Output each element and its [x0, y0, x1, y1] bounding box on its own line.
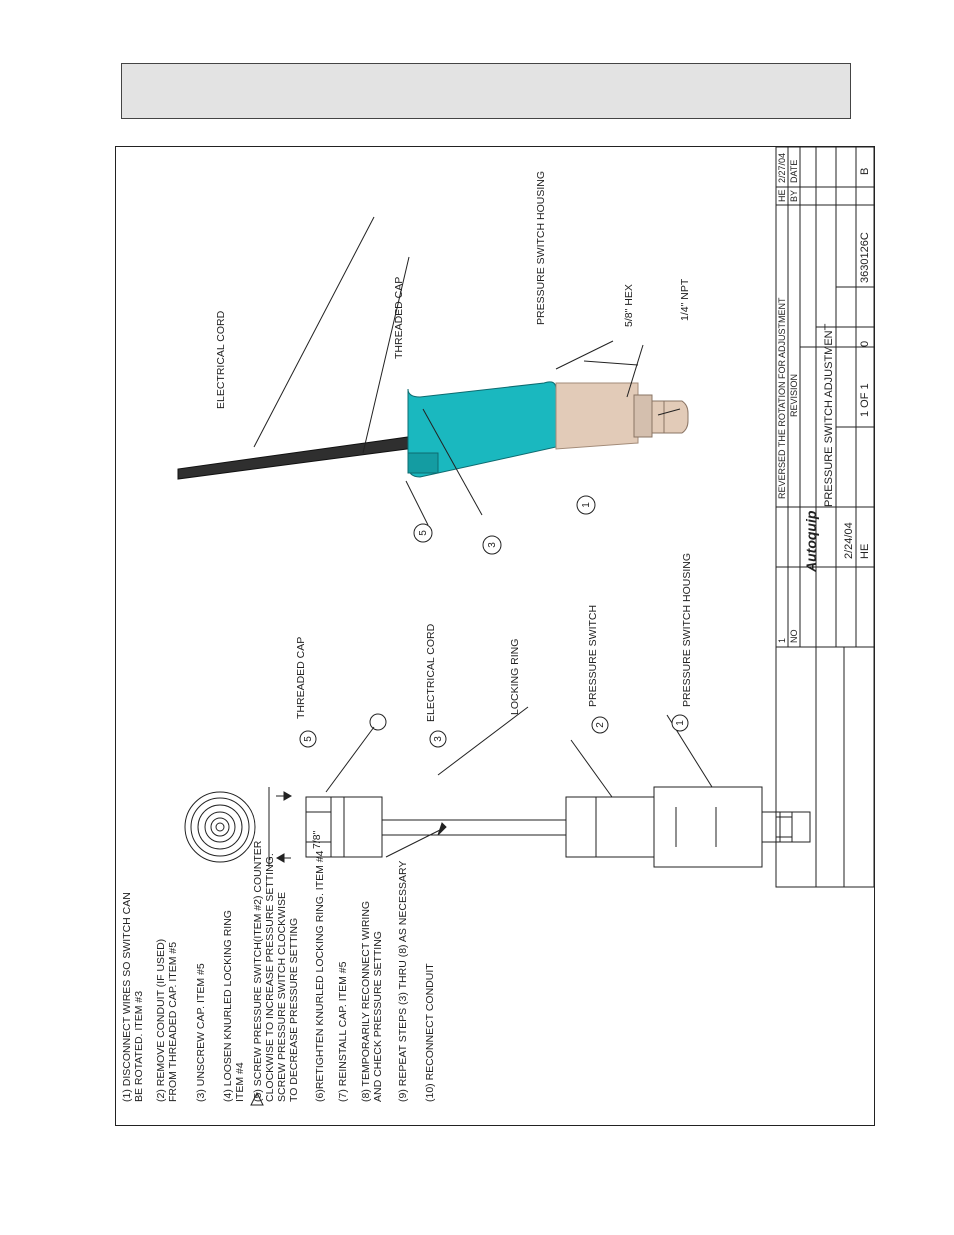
header-bar [121, 63, 851, 119]
sheet: 1 OF 1 [859, 383, 871, 417]
iso-leaders [253, 216, 681, 526]
side-labels: 7/8" THREADED CAP ELECTRICAL CORD LOCKIN… [295, 553, 693, 849]
balloon-5 [299, 730, 317, 748]
step-7: (7) REINSTALL CAP. ITEM #5 [337, 961, 349, 1102]
rev-header-date: DATE [789, 160, 799, 183]
drawing-number: 3630126C [859, 232, 871, 283]
iso-balloon-3-num: 3 [487, 542, 498, 548]
balloon-1 [671, 714, 689, 732]
step-9: (9) REPEAT STEPS (3) THRU (8) AS NECESSA… [397, 861, 409, 1102]
rev-header-revision: REVISION [789, 374, 799, 417]
balloon-3-num: 3 [433, 736, 444, 742]
step-4b: ITEM #4 [234, 1062, 246, 1102]
step-5c: SCREW PRESSURE SWITCH CLOCKWISE [276, 892, 288, 1102]
iso-hex [633, 394, 653, 438]
drawn-date: 2/24/04 [843, 522, 855, 559]
iso-balloon-5-num: 5 [418, 530, 429, 536]
rev-date: 2/27/04 [777, 153, 787, 183]
step-3: (3) UNSCREW CAP. ITEM #5 [195, 963, 207, 1102]
step-4a: (4) LOOSEN KNURLED LOCKING RING [222, 910, 234, 1102]
step-2b: FROM THREADED CAP. ITEM #5 [167, 942, 179, 1102]
step-8b: AND CHECK PRESSURE SETTING [372, 931, 384, 1102]
balloon-1-num: 1 [675, 720, 686, 726]
instructions: (1) DISCONNECT WIRES SO SWITCH CAN BE RO… [121, 840, 436, 1106]
drawing-svg: (1) DISCONNECT WIRES SO SWITCH CAN BE RO… [121, 146, 875, 1106]
label-pressure-switch-housing: PRESSURE SWITCH HOUSING [681, 553, 693, 707]
iso-balloons: 3 5 1 [413, 495, 596, 555]
step-5a: (5) SCREW PRESSURE SWITCH(ITEM #2) COUNT… [252, 840, 264, 1102]
label-locking-ring: LOCKING RING [509, 639, 521, 715]
iso-balloon-1-num: 1 [581, 502, 592, 508]
rev-description: REVERSED THE ROTATION FOR ADJUSTMENT [777, 297, 787, 499]
scale: 0 [859, 341, 871, 347]
rev-header-no: NO [789, 630, 799, 644]
step-1a: (1) DISCONNECT WIRES SO SWITCH CAN [121, 892, 133, 1102]
iso-label-electrical-cord: ELECTRICAL CORD [215, 310, 227, 409]
iso-label-npt: 1/4" NPT [679, 278, 691, 321]
end-view [184, 791, 256, 863]
side-view [268, 786, 811, 868]
iso-label-hex: 5/8" HEX [623, 284, 635, 327]
company-logo: Autoquip [803, 510, 819, 573]
step-1b: BE ROTATED. ITEM #3 [133, 991, 145, 1102]
dim-7-8: 7/8" [311, 830, 323, 849]
drawing-rev: B [859, 168, 871, 175]
balloon-2-num: 2 [595, 722, 606, 728]
step-8a: (8) TEMPORARILY RECONNECT WIRING [360, 901, 372, 1102]
iso-housing [555, 382, 639, 450]
balloon-2 [591, 716, 609, 734]
drawing-frame: (1) DISCONNECT WIRES SO SWITCH CAN BE RO… [115, 146, 875, 1126]
step-5d: TO DECREASE PRESSURE SETTING [288, 918, 300, 1102]
rev-no: 1 [777, 638, 787, 643]
part-name: PRESSURE SWITCH ADJUSTMENT [823, 323, 835, 507]
step-6: (6)RETIGHTEN KNURLED LOCKING RING. ITEM … [314, 850, 326, 1102]
step-10: (10) RECONNECT CONDUIT [424, 963, 436, 1102]
label-pressure-switch: PRESSURE SWITCH [587, 605, 599, 707]
rev-header-by: BY [789, 190, 799, 202]
iso-cord [177, 434, 423, 480]
balloon-3 [429, 730, 447, 748]
balloon-5-num: 5 [303, 736, 314, 742]
iso-labels: ELECTRICAL CORD THREADED CAP PRESSURE SW… [215, 171, 691, 409]
iso-label-housing: PRESSURE SWITCH HOUSING [535, 171, 547, 325]
revision-triangle-icon [250, 1091, 264, 1106]
iso-balloon-3 [482, 535, 502, 555]
side-balloons: 5 3 2 1 [299, 714, 689, 748]
iso-npt [651, 400, 689, 434]
step-2a: (2) REMOVE CONDUIT (IF USED) [155, 939, 167, 1102]
title-block-text: 1 REVERSED THE ROTATION FOR ADJUSTMENT H… [777, 153, 871, 643]
drawn-by: HE [859, 544, 871, 559]
rev-by: HE [777, 189, 787, 202]
iso-view [177, 381, 689, 480]
iso-balloon-1 [576, 495, 596, 515]
label-threaded-cap: THREADED CAP [295, 637, 307, 719]
iso-label-threaded-cap: THREADED CAP [393, 277, 405, 359]
iso-balloon-5 [413, 523, 433, 543]
label-electrical-cord: ELECTRICAL CORD [425, 623, 437, 722]
step-5b: CLOCKWISE TO INCREASE PRESSURE SETTING. [264, 853, 276, 1102]
